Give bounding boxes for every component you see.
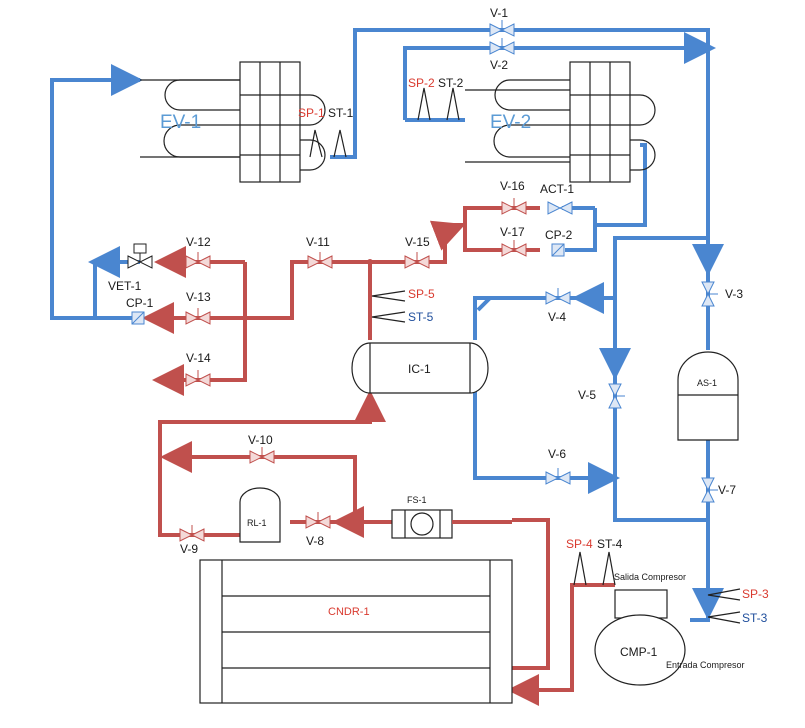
check-valves: CP-1 CP-2 (126, 228, 573, 325)
valve-v1[interactable]: V-1 (489, 6, 515, 37)
valve-v5[interactable]: V-5 (578, 383, 625, 409)
v11-label: V-11 (306, 235, 330, 249)
salida-note: Salida Compresor (614, 572, 686, 582)
v7-label: V-7 (718, 483, 736, 497)
valve-v4[interactable]: V-4 (545, 288, 571, 324)
valve-v11[interactable]: V-11 (306, 235, 333, 269)
cmp1-label: CMP-1 (620, 645, 658, 659)
v14-label: V-14 (186, 351, 211, 365)
valve-v14[interactable]: V-14 (185, 351, 211, 387)
accumulator-as1: AS-1 (677, 351, 739, 441)
v15-label: V-15 (405, 235, 430, 249)
v5-label: V-5 (578, 388, 596, 402)
ev2-label: EV-2 (490, 112, 531, 133)
vet1-label: VET-1 (108, 279, 142, 293)
st4-label: ST-4 (597, 537, 623, 551)
valve-vet1[interactable]: VET-1 (108, 243, 153, 293)
sp4-label: SP-4 (566, 537, 593, 551)
valve-v12[interactable]: V-12 (185, 235, 211, 269)
st2-label: ST-2 (438, 76, 464, 90)
filter-fs1: FS-1 (391, 495, 512, 539)
v8-label: V-8 (306, 534, 324, 548)
liquid-lines (142, 206, 615, 706)
valve-v3[interactable]: V-3 (701, 281, 743, 307)
cp1-label: CP-1 (126, 296, 154, 310)
cp2-label: CP-2 (545, 228, 573, 242)
receiver-rl1: RL-1 (239, 487, 281, 543)
valve-v17[interactable]: V-17 (500, 225, 527, 257)
valve-act1[interactable]: ACT-1 (540, 182, 574, 215)
sensors: SP-1 ST-1 SP-2 ST-2 SP-5 ST-5 SP-3 ST-3 … (298, 76, 769, 625)
v4-label: V-4 (548, 310, 566, 324)
st5-label: ST-5 (408, 310, 434, 324)
v2-label: V-2 (490, 58, 508, 72)
ic1-label: IC-1 (408, 362, 431, 376)
valve-v13[interactable]: V-13 (185, 290, 211, 325)
v12-label: V-12 (186, 235, 211, 249)
valve-v10[interactable]: V-10 (248, 433, 275, 464)
act1-label: ACT-1 (540, 182, 574, 196)
valve-v6[interactable]: V-6 (545, 447, 571, 485)
intercooler-ic1: IC-1 (351, 342, 489, 394)
condenser-cndr1: CNDR-1 (199, 559, 513, 704)
v6-label: V-6 (548, 447, 566, 461)
sp3-label: SP-3 (742, 587, 769, 601)
v3-label: V-3 (725, 287, 743, 301)
valve-v2[interactable]: V-2 (489, 38, 515, 72)
st3-label: ST-3 (742, 611, 768, 625)
sp2-label: SP-2 (408, 76, 435, 90)
st1-label: ST-1 (328, 106, 354, 120)
compressor-cmp1: CMP-1 Salida Compresor Entrada Compresor (594, 572, 745, 686)
fs1-label: FS-1 (407, 495, 427, 505)
v9-label: V-9 (180, 542, 198, 556)
valve-v16[interactable]: V-16 (500, 179, 527, 215)
valve-v8[interactable]: V-8 (305, 512, 331, 548)
cndr1-label: CNDR-1 (328, 606, 370, 618)
v17-label: V-17 (500, 225, 525, 239)
valve-v7[interactable]: V-7 (701, 477, 736, 503)
v13-label: V-13 (186, 290, 211, 304)
valves: V-1 V-2 V-4 V-6 V-3 V-5 V-7 V-8 V-9 V-10… (108, 6, 743, 556)
sp5-label: SP-5 (408, 287, 435, 301)
evaporator-ev1: EV-1 (140, 61, 326, 183)
evaporator-ev2: EV-2 (465, 61, 656, 183)
valve-v9[interactable]: V-9 (179, 525, 205, 556)
valve-v15[interactable]: V-15 (404, 235, 430, 269)
v10-label: V-10 (248, 433, 273, 447)
v1-label: V-1 (490, 6, 508, 20)
cp2[interactable]: CP-2 (545, 228, 573, 257)
sp1-label: SP-1 (298, 106, 325, 120)
cp1[interactable]: CP-1 (126, 296, 154, 325)
rl1-label: RL-1 (247, 518, 267, 528)
ev1-label: EV-1 (160, 112, 201, 133)
v16-label: V-16 (500, 179, 525, 193)
entrada-note: Entrada Compresor (666, 660, 745, 670)
as1-label: AS-1 (697, 378, 717, 388)
